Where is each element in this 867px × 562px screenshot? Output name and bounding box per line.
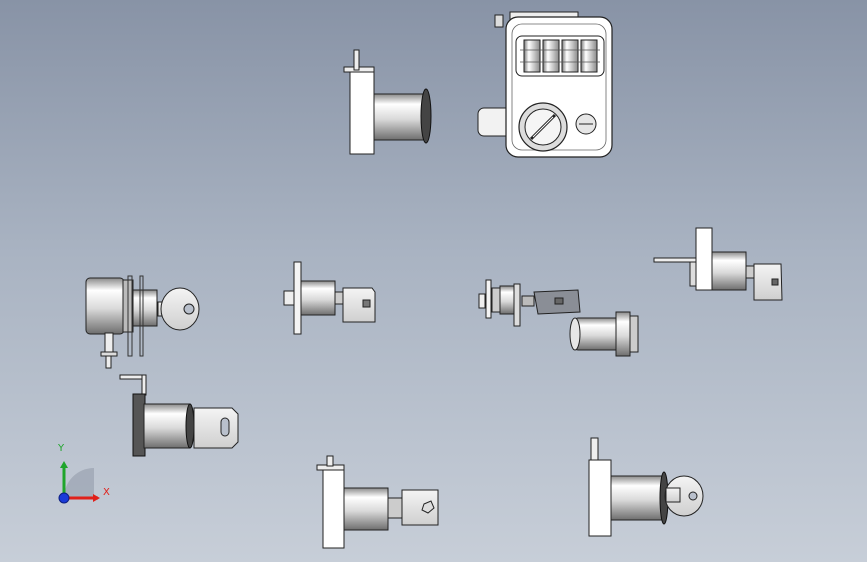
plate-lock-with-key-bottom-middle[interactable]	[316, 455, 439, 549]
bracket-lock-with-key[interactable]	[653, 227, 783, 301]
plate-lock-with-round-key[interactable]	[588, 437, 704, 537]
z-axis-dot	[58, 492, 70, 504]
combination-dials	[520, 39, 600, 73]
combination-lock[interactable]	[477, 11, 613, 158]
cam-lock-with-plate[interactable]	[343, 49, 432, 155]
view-orientation-triad	[58, 461, 100, 504]
lever-lock-with-key[interactable]	[119, 374, 239, 457]
tubular-lock[interactable]	[569, 311, 639, 357]
flange-cam-lock[interactable]	[283, 261, 376, 335]
cam-lock-exploded[interactable]	[478, 279, 581, 327]
barrel-lock-with-key[interactable]	[85, 275, 200, 369]
y-axis-label: Y	[58, 443, 65, 454]
x-axis-label: X	[103, 487, 110, 498]
